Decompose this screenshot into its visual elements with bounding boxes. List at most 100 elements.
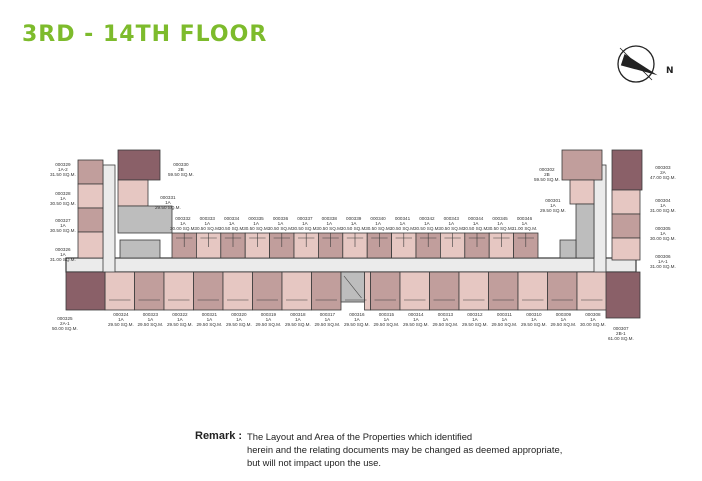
unit-label-text: 1A: [660, 203, 666, 209]
unit-label-text: 1A: [302, 221, 308, 227]
unit-label-text: 30.50 SQ.M.: [487, 226, 513, 232]
unit-label-text: 000307: [613, 326, 629, 331]
unit-label-text: 000315: [378, 312, 395, 317]
unit-label-text: 1A: [118, 317, 124, 323]
unit-label-text: 1A: [228, 221, 235, 227]
unit-label-text: 29.50 SQ.M.: [196, 322, 223, 328]
unit-label-text: 29.50 SQ.M.: [403, 322, 429, 328]
unit-label-text: 1A: [295, 317, 301, 323]
unit-label-text: 1A: [399, 221, 406, 227]
unit-label-text: 30.50 SQ.M.: [292, 226, 318, 232]
unit-label-text: 000320: [231, 312, 247, 317]
unit-label-text: 000340: [370, 216, 386, 221]
east-lift-lobby: [559, 239, 577, 259]
remark-line-1: The Layout and Area of the Properties wh…: [247, 431, 473, 442]
unit-bottom-000308: [576, 271, 607, 311]
remark-line-3: but will not impact upon the use.: [247, 457, 381, 468]
unit-easttop-000302: [561, 149, 603, 181]
unit-label-text: 000328: [55, 191, 71, 196]
east-corridor: [593, 164, 607, 274]
unit-label-text: 31.00 SQ.M.: [650, 208, 676, 214]
unit-label-text: 2A-1: [60, 321, 70, 327]
unit-label-text: 000303: [655, 165, 671, 170]
unit-label-text: 29.50 SQ.M.: [108, 322, 134, 328]
west-corridor: [102, 164, 116, 274]
unit-bottom-000316: [364, 271, 371, 311]
unit-bottom-000314: [399, 271, 430, 311]
unit-label-text: 1A-1: [658, 259, 668, 265]
unit-label-text: 000305: [655, 226, 671, 231]
unit-label-text: 000337: [297, 216, 313, 221]
unit-east-000307: [605, 271, 641, 319]
unit-label-text: 000317: [319, 312, 336, 317]
unit-label-text: 000325: [57, 316, 73, 321]
compass-north-label: N: [666, 66, 674, 76]
unit-label-text: 30.50 SQ.M.: [340, 226, 367, 232]
unit-label-text: 1A: [265, 317, 272, 323]
unit-label-text: 000323: [142, 312, 159, 317]
unit-bottom-000310: [517, 271, 548, 311]
unit-label-text: 000332: [175, 216, 191, 221]
unit-label-text: 1A: [324, 317, 331, 323]
unit-label-text: 000333: [199, 216, 215, 221]
unit-label-text: 1A: [383, 317, 390, 323]
unit-label-text: 29.50 SQ.M.: [432, 322, 459, 328]
unit-label-text: 1A: [253, 221, 259, 227]
unit-label-text: 000308: [585, 312, 601, 317]
unit-west-000326: [77, 231, 104, 259]
unit-label-text: 1A: [350, 221, 357, 227]
unit-label-text: 000312: [467, 312, 483, 317]
remark-note: Remark : The Layout and Area of the Prop…: [195, 430, 562, 468]
unit-label-text: 30.50 SQ.M.: [218, 226, 245, 232]
unit-label-text: 50.00 SQ.M.: [52, 326, 78, 332]
unit-west-000328: [77, 183, 104, 209]
unit-label-text: 1A: [472, 221, 479, 227]
unit-label-text: 1A: [472, 317, 478, 323]
unit-label-text: 1A: [60, 223, 66, 229]
compass-north-arrow-icon: N: [617, 45, 674, 83]
remark-line-2: herein and the relating documents may be…: [247, 444, 563, 455]
unit-east-000304: [611, 189, 641, 215]
unit-label-text: 1A: [521, 221, 528, 227]
stair-line: [343, 275, 362, 299]
unit-label-text: 000301: [545, 198, 561, 203]
unit-label-text: 000329: [55, 162, 71, 167]
unit-label-text: 000336: [272, 216, 289, 221]
unit-label-text: 59.50 SQ.M.: [168, 172, 194, 178]
unit-label-text: 1A: [204, 221, 211, 227]
unit-bottom-000321: [193, 271, 224, 311]
unit-label-text: 1A: [147, 317, 154, 323]
unit-east-000306: [611, 237, 641, 261]
unit-label-text: 000310: [526, 312, 542, 317]
unit-label-text: 1A: [277, 221, 284, 227]
unit-easttop-000301: [569, 179, 595, 205]
unit-label-text: 000306: [655, 254, 671, 259]
unit-label-text: 1A: [375, 221, 381, 227]
unit-label-text: 000341: [394, 216, 411, 221]
